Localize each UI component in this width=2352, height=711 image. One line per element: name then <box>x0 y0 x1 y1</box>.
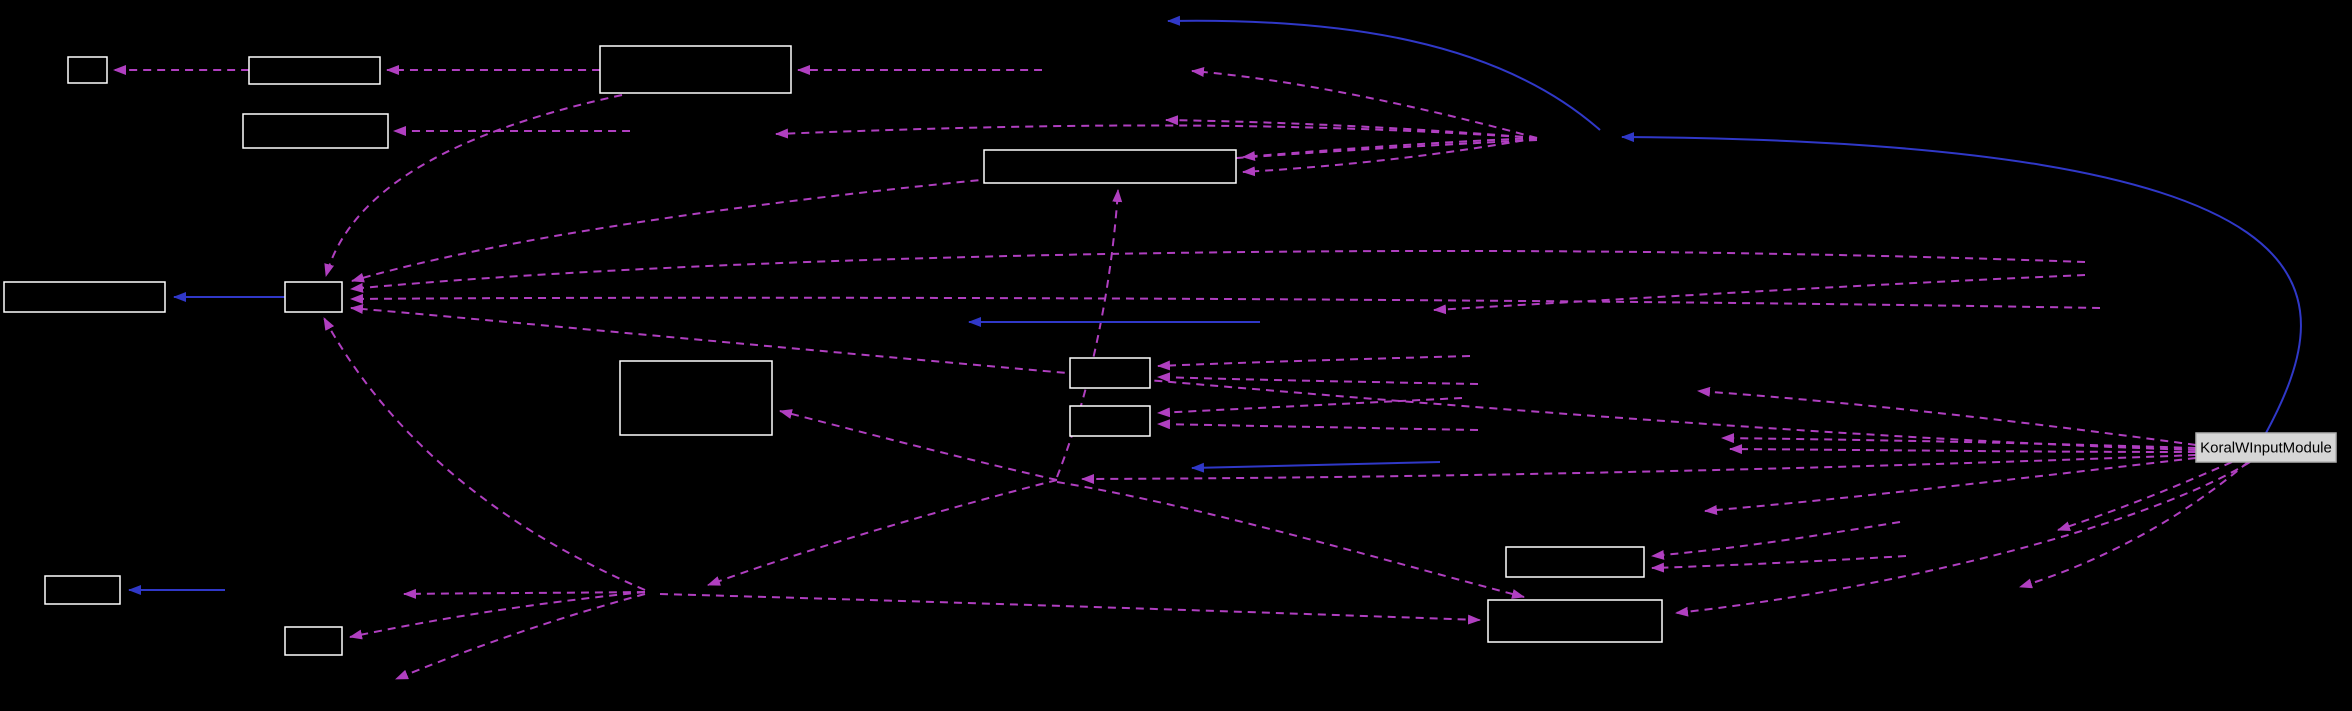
graph-edge <box>1191 67 1538 139</box>
graph-edge <box>707 479 1058 586</box>
graph-node-13[interactable] <box>1505 546 1645 578</box>
graph-node-koralwinputmodule[interactable] <box>2195 432 2337 463</box>
graph-node-4[interactable] <box>599 45 792 94</box>
graph-edge <box>1157 355 1471 371</box>
graph-edge <box>395 593 646 680</box>
graph-edge <box>351 139 1538 283</box>
graph-node-8[interactable] <box>619 360 773 436</box>
graph-node-2[interactable] <box>248 56 381 85</box>
graph-node-7[interactable] <box>284 281 343 313</box>
graph-node-5[interactable] <box>983 149 1237 184</box>
graph-edge <box>323 317 646 591</box>
graph-node-10[interactable] <box>1069 405 1151 437</box>
graph-node-3[interactable] <box>242 113 389 149</box>
graph-edge <box>1056 189 1123 478</box>
graph-node-9[interactable] <box>1069 357 1151 389</box>
graph-edge <box>349 591 646 640</box>
graph-edge <box>1729 444 2197 455</box>
graph-edge <box>1651 521 1901 560</box>
graph-edge <box>350 304 2197 451</box>
graph-edge <box>1651 555 1907 573</box>
graph-edge <box>659 593 1481 625</box>
graph-edge <box>324 94 623 277</box>
graph-node-label: KoralWInputModule <box>2200 440 2332 457</box>
graph-edge <box>1157 419 1479 431</box>
graph-edge <box>1704 457 2197 515</box>
graph-edge <box>1697 386 2197 446</box>
graph-node-1[interactable] <box>67 56 108 84</box>
graph-node-14[interactable] <box>1487 599 1663 643</box>
graph-edge <box>779 409 1058 481</box>
graph-edge <box>1157 397 1463 418</box>
graph-edge <box>1167 15 1601 131</box>
graph-edge <box>2019 461 2249 589</box>
graph-edge <box>1081 454 2197 484</box>
graph-node-12[interactable] <box>284 626 343 656</box>
graph-edge <box>2057 461 2233 531</box>
graph-edge <box>1157 372 1479 385</box>
graph-edge <box>1675 461 2251 617</box>
graph-edge <box>1242 137 1538 177</box>
graph-edge <box>350 293 2101 309</box>
graph-edge <box>1621 132 2302 434</box>
graph-edge <box>775 124 1538 139</box>
graph-node-11[interactable] <box>44 575 121 605</box>
graph-edge <box>1165 115 1538 139</box>
graph-edge <box>1191 461 1441 473</box>
graph-edge <box>1056 481 1525 599</box>
graph-edge <box>1433 274 2086 315</box>
graph-edge <box>403 588 646 599</box>
graph-edge <box>1721 433 2197 449</box>
graph-edge <box>350 249 2086 293</box>
graph-node-6[interactable] <box>3 281 166 313</box>
